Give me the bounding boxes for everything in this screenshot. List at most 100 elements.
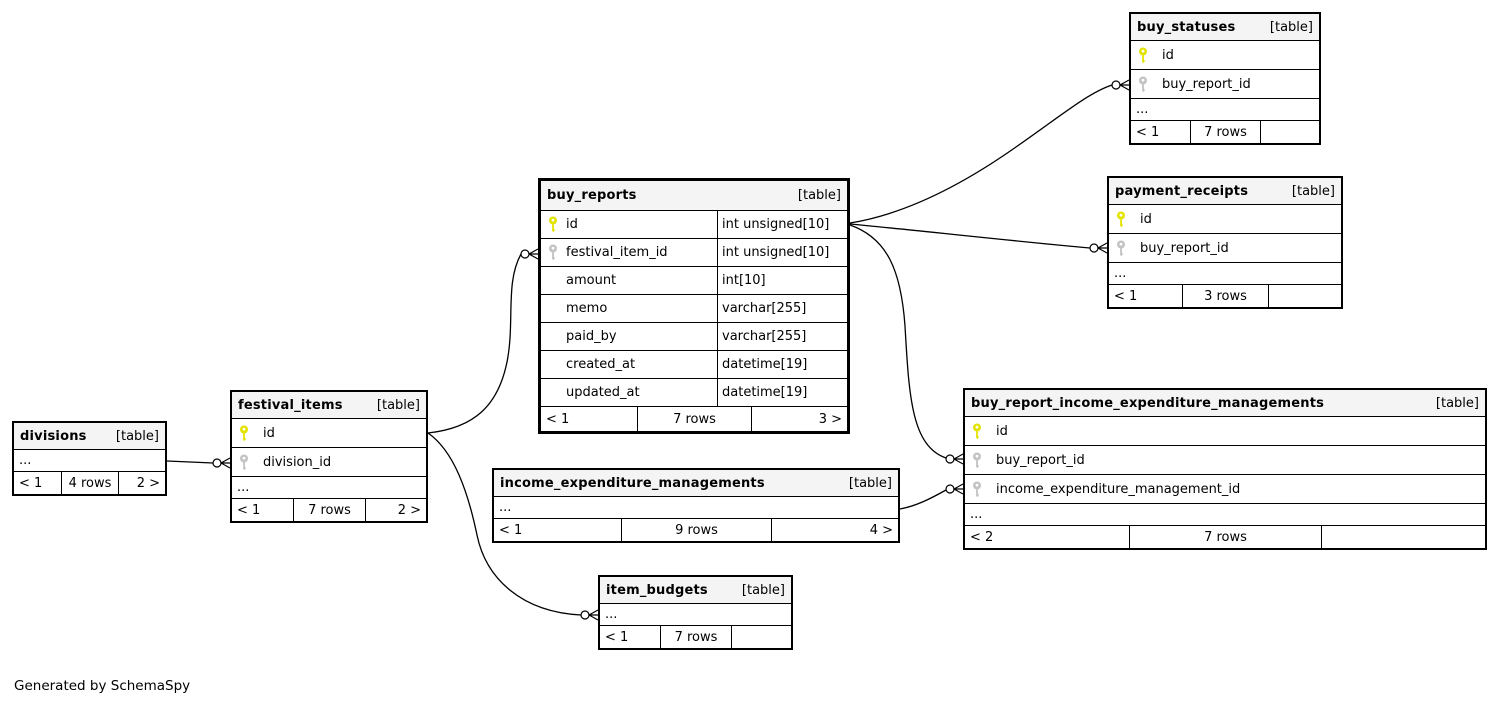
related-in-count: < 1 xyxy=(605,629,629,645)
related-out-count: 2 > xyxy=(364,499,426,521)
table-name[interactable]: divisions xyxy=(20,428,87,444)
more-columns-ellipsis: ... xyxy=(1131,98,1319,120)
column-row: updated_at datetime[19] xyxy=(541,378,847,406)
related-in-count: < 1 xyxy=(1114,288,1138,304)
column-name: created_at xyxy=(566,357,636,372)
column-row: id int unsigned[10] xyxy=(541,210,847,238)
column-name: buy_report_id xyxy=(1140,240,1229,256)
table-tag: [table] xyxy=(1291,183,1335,199)
row-count: 9 rows xyxy=(621,519,771,541)
foreign-key-icon xyxy=(238,454,250,471)
more-columns-ellipsis: ... xyxy=(14,449,165,471)
table-header: divisions [table] xyxy=(14,423,165,449)
table-name[interactable]: buy_statuses xyxy=(1137,19,1236,35)
related-out-count xyxy=(1321,526,1485,548)
table-item-budgets[interactable]: item_budgets [table] ... < 1 7 rows xyxy=(598,575,793,650)
row-count: 7 rows xyxy=(1190,121,1260,143)
table-header: buy_statuses [table] xyxy=(1131,14,1319,40)
column-name: festival_item_id xyxy=(566,245,668,260)
related-out-count xyxy=(1268,285,1341,307)
row-count: 3 rows xyxy=(1181,285,1268,307)
table-divisions[interactable]: divisions [table] ... < 1 4 rows 2 > xyxy=(12,421,167,496)
table-header: item_budgets [table] xyxy=(600,577,791,603)
no-key-spacer xyxy=(547,356,559,373)
no-key-spacer xyxy=(547,384,559,401)
table-tag: [table] xyxy=(797,188,841,203)
crow-foot-icon xyxy=(220,457,231,469)
table-name[interactable]: payment_receipts xyxy=(1115,183,1249,199)
no-key-spacer xyxy=(547,272,559,289)
column-name: buy_report_id xyxy=(1162,76,1251,92)
edge-iem-to-buy-report-iem xyxy=(899,483,964,510)
table-tag: [table] xyxy=(115,428,159,444)
foreign-key-icon xyxy=(547,244,559,261)
column-name: division_id xyxy=(263,454,332,470)
column-type: datetime[19] xyxy=(717,379,847,406)
table-header: payment_receipts [table] xyxy=(1109,178,1341,204)
crow-foot-icon xyxy=(588,609,599,621)
primary-key-icon xyxy=(238,425,250,442)
table-name[interactable]: item_budgets xyxy=(606,582,708,598)
row-count: 7 rows xyxy=(293,499,365,521)
foreign-key-icon xyxy=(1137,76,1149,93)
column-row: division_id xyxy=(232,447,426,476)
table-name[interactable]: buy_report_income_expenditure_management… xyxy=(971,395,1325,411)
column-name: paid_by xyxy=(566,329,617,344)
column-name: amount xyxy=(566,273,617,288)
primary-key-icon xyxy=(1137,47,1149,64)
related-in-count: < 1 xyxy=(19,475,43,491)
related-in-count: < 1 xyxy=(1136,124,1160,140)
table-tag: [table] xyxy=(1435,395,1479,411)
related-out-count: 4 > xyxy=(770,519,898,541)
row-count: 4 rows xyxy=(61,472,117,494)
foreign-key-icon xyxy=(1115,240,1127,257)
column-name: memo xyxy=(566,301,608,316)
more-columns-ellipsis: ... xyxy=(1109,262,1341,284)
foreign-key-icon xyxy=(971,481,983,498)
related-in-count: < 1 xyxy=(499,522,523,538)
table-name[interactable]: income_expenditure_managements xyxy=(500,475,765,491)
more-columns-ellipsis: ... xyxy=(965,503,1485,525)
table-footer: < 1 4 rows 2 > xyxy=(14,471,165,494)
column-row: buy_report_id xyxy=(965,445,1485,474)
primary-key-icon xyxy=(1115,211,1127,228)
primary-key-icon xyxy=(547,216,559,233)
table-header: buy_report_income_expenditure_management… xyxy=(965,390,1485,416)
column-type: varchar[255] xyxy=(717,323,847,350)
table-payment-receipts[interactable]: payment_receipts [table] id buy_report_i… xyxy=(1107,176,1343,309)
more-columns-ellipsis: ... xyxy=(494,496,898,518)
edge-festival-items-to-buy-reports xyxy=(427,248,539,434)
table-footer: < 1 3 rows xyxy=(1109,284,1341,307)
table-name[interactable]: buy_reports xyxy=(547,188,637,203)
column-row: paid_by varchar[255] xyxy=(541,322,847,350)
column-name: id xyxy=(1140,211,1152,227)
edge-buy-reports-to-buy-report-iem xyxy=(849,224,964,465)
column-row: amount int[10] xyxy=(541,266,847,294)
column-row: id xyxy=(1131,40,1319,69)
table-buy-statuses[interactable]: buy_statuses [table] id buy_report_id ..… xyxy=(1129,12,1321,145)
no-key-spacer xyxy=(547,328,559,345)
row-count: 7 rows xyxy=(637,407,751,431)
table-footer: < 1 7 rows 2 > xyxy=(232,498,426,521)
table-header: festival_items [table] xyxy=(232,392,426,418)
generated-by-note: Generated by SchemaSpy xyxy=(14,678,191,694)
more-columns-ellipsis: ... xyxy=(600,603,791,625)
table-buy-reports[interactable]: buy_reports [table] id int unsigned[10] … xyxy=(538,178,850,434)
column-name: id xyxy=(566,217,578,232)
column-row: memo varchar[255] xyxy=(541,294,847,322)
table-footer: < 1 7 rows 3 > xyxy=(541,406,847,431)
table-header: income_expenditure_managements [table] xyxy=(494,470,898,496)
column-row: id xyxy=(965,416,1485,445)
primary-key-icon xyxy=(971,423,983,440)
column-name: id xyxy=(263,425,275,441)
crow-foot-icon xyxy=(953,483,964,495)
column-row: id xyxy=(1109,204,1341,233)
table-buy-report-income-expenditure-managements[interactable]: buy_report_income_expenditure_management… xyxy=(963,388,1487,550)
table-festival-items[interactable]: festival_items [table] id division_id ..… xyxy=(230,390,428,523)
column-row: income_expenditure_management_id xyxy=(965,474,1485,503)
table-footer: < 1 7 rows xyxy=(600,625,791,648)
table-footer: < 1 9 rows 4 > xyxy=(494,518,898,541)
table-name[interactable]: festival_items xyxy=(238,397,343,413)
related-in-count: < 1 xyxy=(237,502,261,518)
table-income-expenditure-managements[interactable]: income_expenditure_managements [table] .… xyxy=(492,468,900,543)
